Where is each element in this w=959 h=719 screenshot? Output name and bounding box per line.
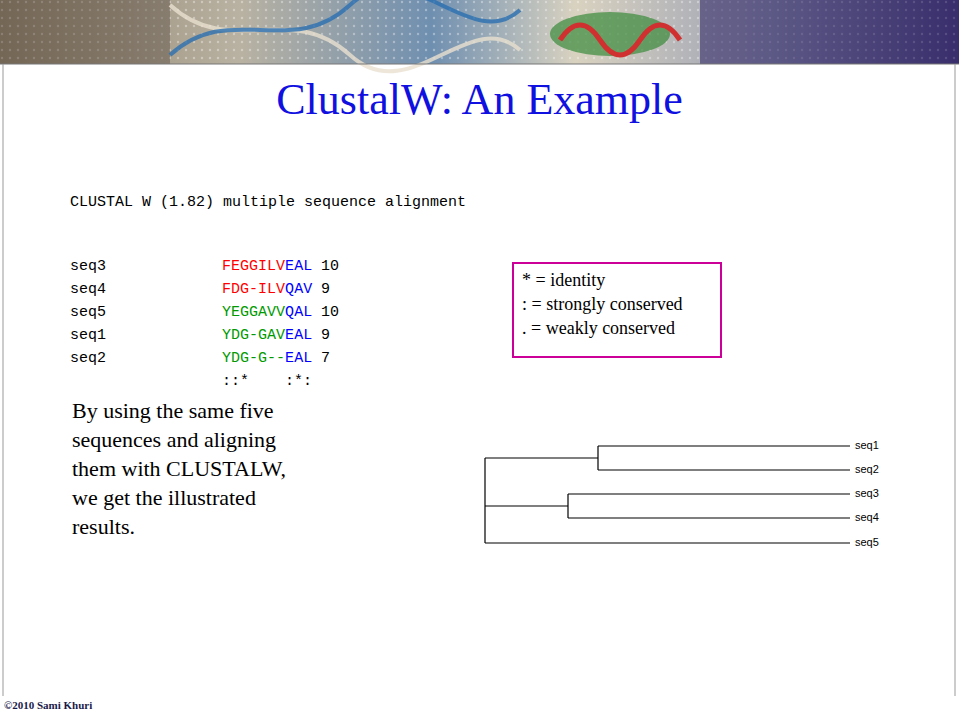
aligned-sequence: FEGGILVEAL: [222, 258, 312, 276]
tree-leaf-label: seq1: [855, 439, 879, 452]
banner-border: [0, 64, 959, 65]
note-text: . = weakly conserved: [522, 316, 712, 340]
note-box: * = identity: = strongly conserved. = we…: [512, 262, 722, 358]
phylogenetic-tree: [485, 446, 850, 543]
note-text: * = identity: [522, 268, 712, 292]
tree-leaf-label: seq3: [855, 487, 879, 500]
banner-texture: [0, 0, 959, 64]
sequence-name: seq4: [70, 281, 106, 299]
alignment-header: CLUSTAL W (1.82) multiple sequence align…: [70, 194, 466, 212]
tree-leaf-label: seq5: [855, 536, 879, 549]
sequence-length: 7: [321, 350, 330, 368]
tree-leaf-label: seq4: [855, 511, 879, 524]
sequence-name: seq3: [70, 258, 106, 276]
sequence-length: 10: [321, 304, 339, 322]
dna-helix: [170, 0, 520, 55]
banner-panel: [0, 0, 170, 64]
aligned-sequence: YEGGAVVQAL: [222, 304, 312, 322]
sequence-length: 9: [321, 281, 330, 299]
sequence-length: 10: [321, 258, 339, 276]
slide-border: [955, 64, 956, 696]
note-text: : = strongly conserved: [522, 292, 712, 316]
copyright-footer: ©2010 Sami Khuri: [4, 699, 92, 712]
sequence-length: 9: [321, 327, 330, 345]
header-banner: [0, 0, 959, 64]
sequence-name: seq1: [70, 327, 106, 345]
protein-ribbon: [560, 25, 680, 55]
slide-paragraph: By using the same five sequences and ali…: [72, 396, 308, 541]
sequence-name: seq5: [70, 304, 106, 322]
aligned-sequence: YDG-G--EAL: [222, 350, 312, 368]
aligned-sequence: FDG-ILVQAV: [222, 281, 312, 299]
tree-leaf-label: seq2: [855, 463, 879, 476]
slide-title: ClustalW: An Example: [0, 72, 959, 128]
banner-panel: [700, 0, 959, 64]
conservation-line: ::* :*:: [222, 373, 312, 391]
slide-border: [3, 64, 4, 696]
sequence-name: seq2: [70, 350, 106, 368]
aligned-sequence: YDG-GAVEAL: [222, 327, 312, 345]
